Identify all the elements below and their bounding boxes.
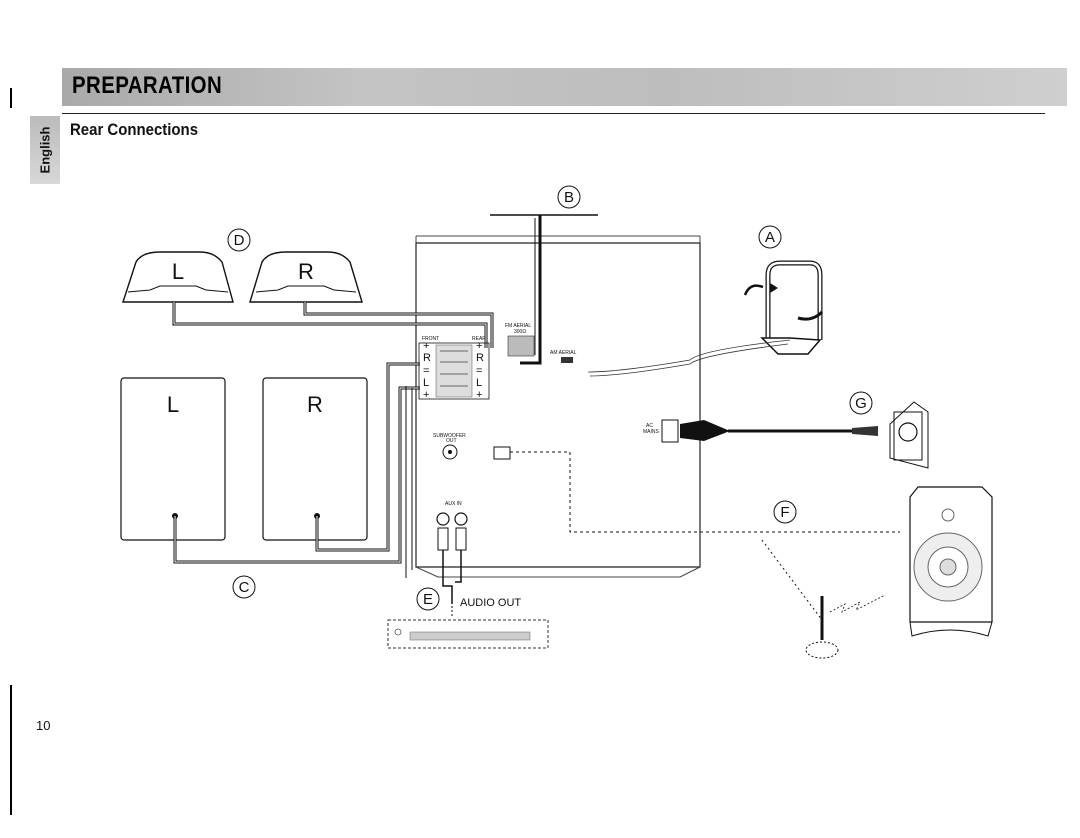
callout-g: G — [849, 391, 873, 415]
speaker-label: R — [298, 259, 314, 284]
speaker-label: R — [307, 392, 323, 417]
svg-text:AUX IN: AUX IN — [445, 501, 462, 507]
svg-text:+: + — [476, 340, 482, 352]
header-band — [62, 68, 1067, 106]
callout-a: A — [758, 225, 782, 249]
aerial-terminals: FM AERIAL 300Ω AM AERIAL — [505, 323, 577, 363]
speaker-top-right: R — [249, 251, 363, 303]
svg-text:MAINS: MAINS — [643, 429, 660, 435]
svg-text:REAR: REAR — [472, 336, 486, 342]
page-title: PREPARATION — [72, 72, 223, 99]
margin-bar — [10, 685, 12, 815]
callout-b-label: B — [564, 189, 574, 206]
callout-f: F — [773, 500, 797, 524]
audio-out-label: AUDIO OUT — [460, 597, 521, 609]
aux-in: AUX IN — [436, 501, 468, 618]
callout-f-label: F — [780, 504, 789, 521]
svg-text:FM AERIAL: FM AERIAL — [505, 323, 531, 329]
speaker-box-right: R — [262, 377, 368, 541]
svg-text:=: = — [423, 365, 429, 377]
svg-text:SUBWOOFER: SUBWOOFER — [433, 433, 466, 439]
am-loop-aerial — [587, 260, 824, 377]
callout-b: B — [557, 185, 581, 209]
speaker-top-left: L — [122, 251, 234, 303]
speaker-box-left: L — [120, 377, 226, 541]
section-title: Rear Connections — [70, 120, 199, 139]
external-player — [387, 619, 549, 649]
svg-text:=: = — [476, 365, 482, 377]
callout-d-label: D — [234, 232, 245, 249]
svg-text:FRONT: FRONT — [422, 336, 439, 342]
svg-text:+: + — [423, 340, 429, 352]
speaker-terminals: FRONT REAR + + R R = = L L + + — [418, 336, 490, 401]
terminal-r: R — [476, 352, 484, 364]
fm-aerial — [490, 214, 598, 365]
callout-e: E — [416, 587, 440, 611]
callout-c: C — [232, 575, 256, 599]
margin-bar — [10, 88, 12, 108]
callout-e-label: E — [423, 591, 433, 608]
svg-text:300Ω: 300Ω — [514, 329, 526, 335]
speaker-label: L — [167, 392, 179, 417]
subwoofer — [909, 486, 993, 637]
ac-mains: AC MAINS — [643, 401, 929, 469]
callout-d: D — [227, 228, 251, 252]
callout-a-label: A — [765, 229, 775, 246]
svg-text:+: + — [476, 389, 482, 401]
callout-c-label: C — [239, 579, 250, 596]
header-rule — [62, 113, 1045, 114]
language-tab — [30, 116, 60, 184]
svg-text:OUT: OUT — [446, 438, 457, 444]
main-unit — [415, 235, 701, 578]
svg-text:+: + — [423, 389, 429, 401]
transmitter — [761, 539, 886, 659]
svg-text:AC: AC — [646, 423, 653, 429]
terminal-r: R — [423, 352, 431, 364]
callout-g-label: G — [855, 395, 867, 412]
page-number: 10 — [36, 718, 51, 733]
terminal-l: L — [476, 377, 482, 389]
subwoofer-out: SUBWOOFER OUT — [433, 433, 900, 533]
terminal-l: L — [423, 377, 429, 389]
svg-text:AM AERIAL: AM AERIAL — [550, 350, 577, 356]
speaker-label: L — [172, 259, 184, 284]
